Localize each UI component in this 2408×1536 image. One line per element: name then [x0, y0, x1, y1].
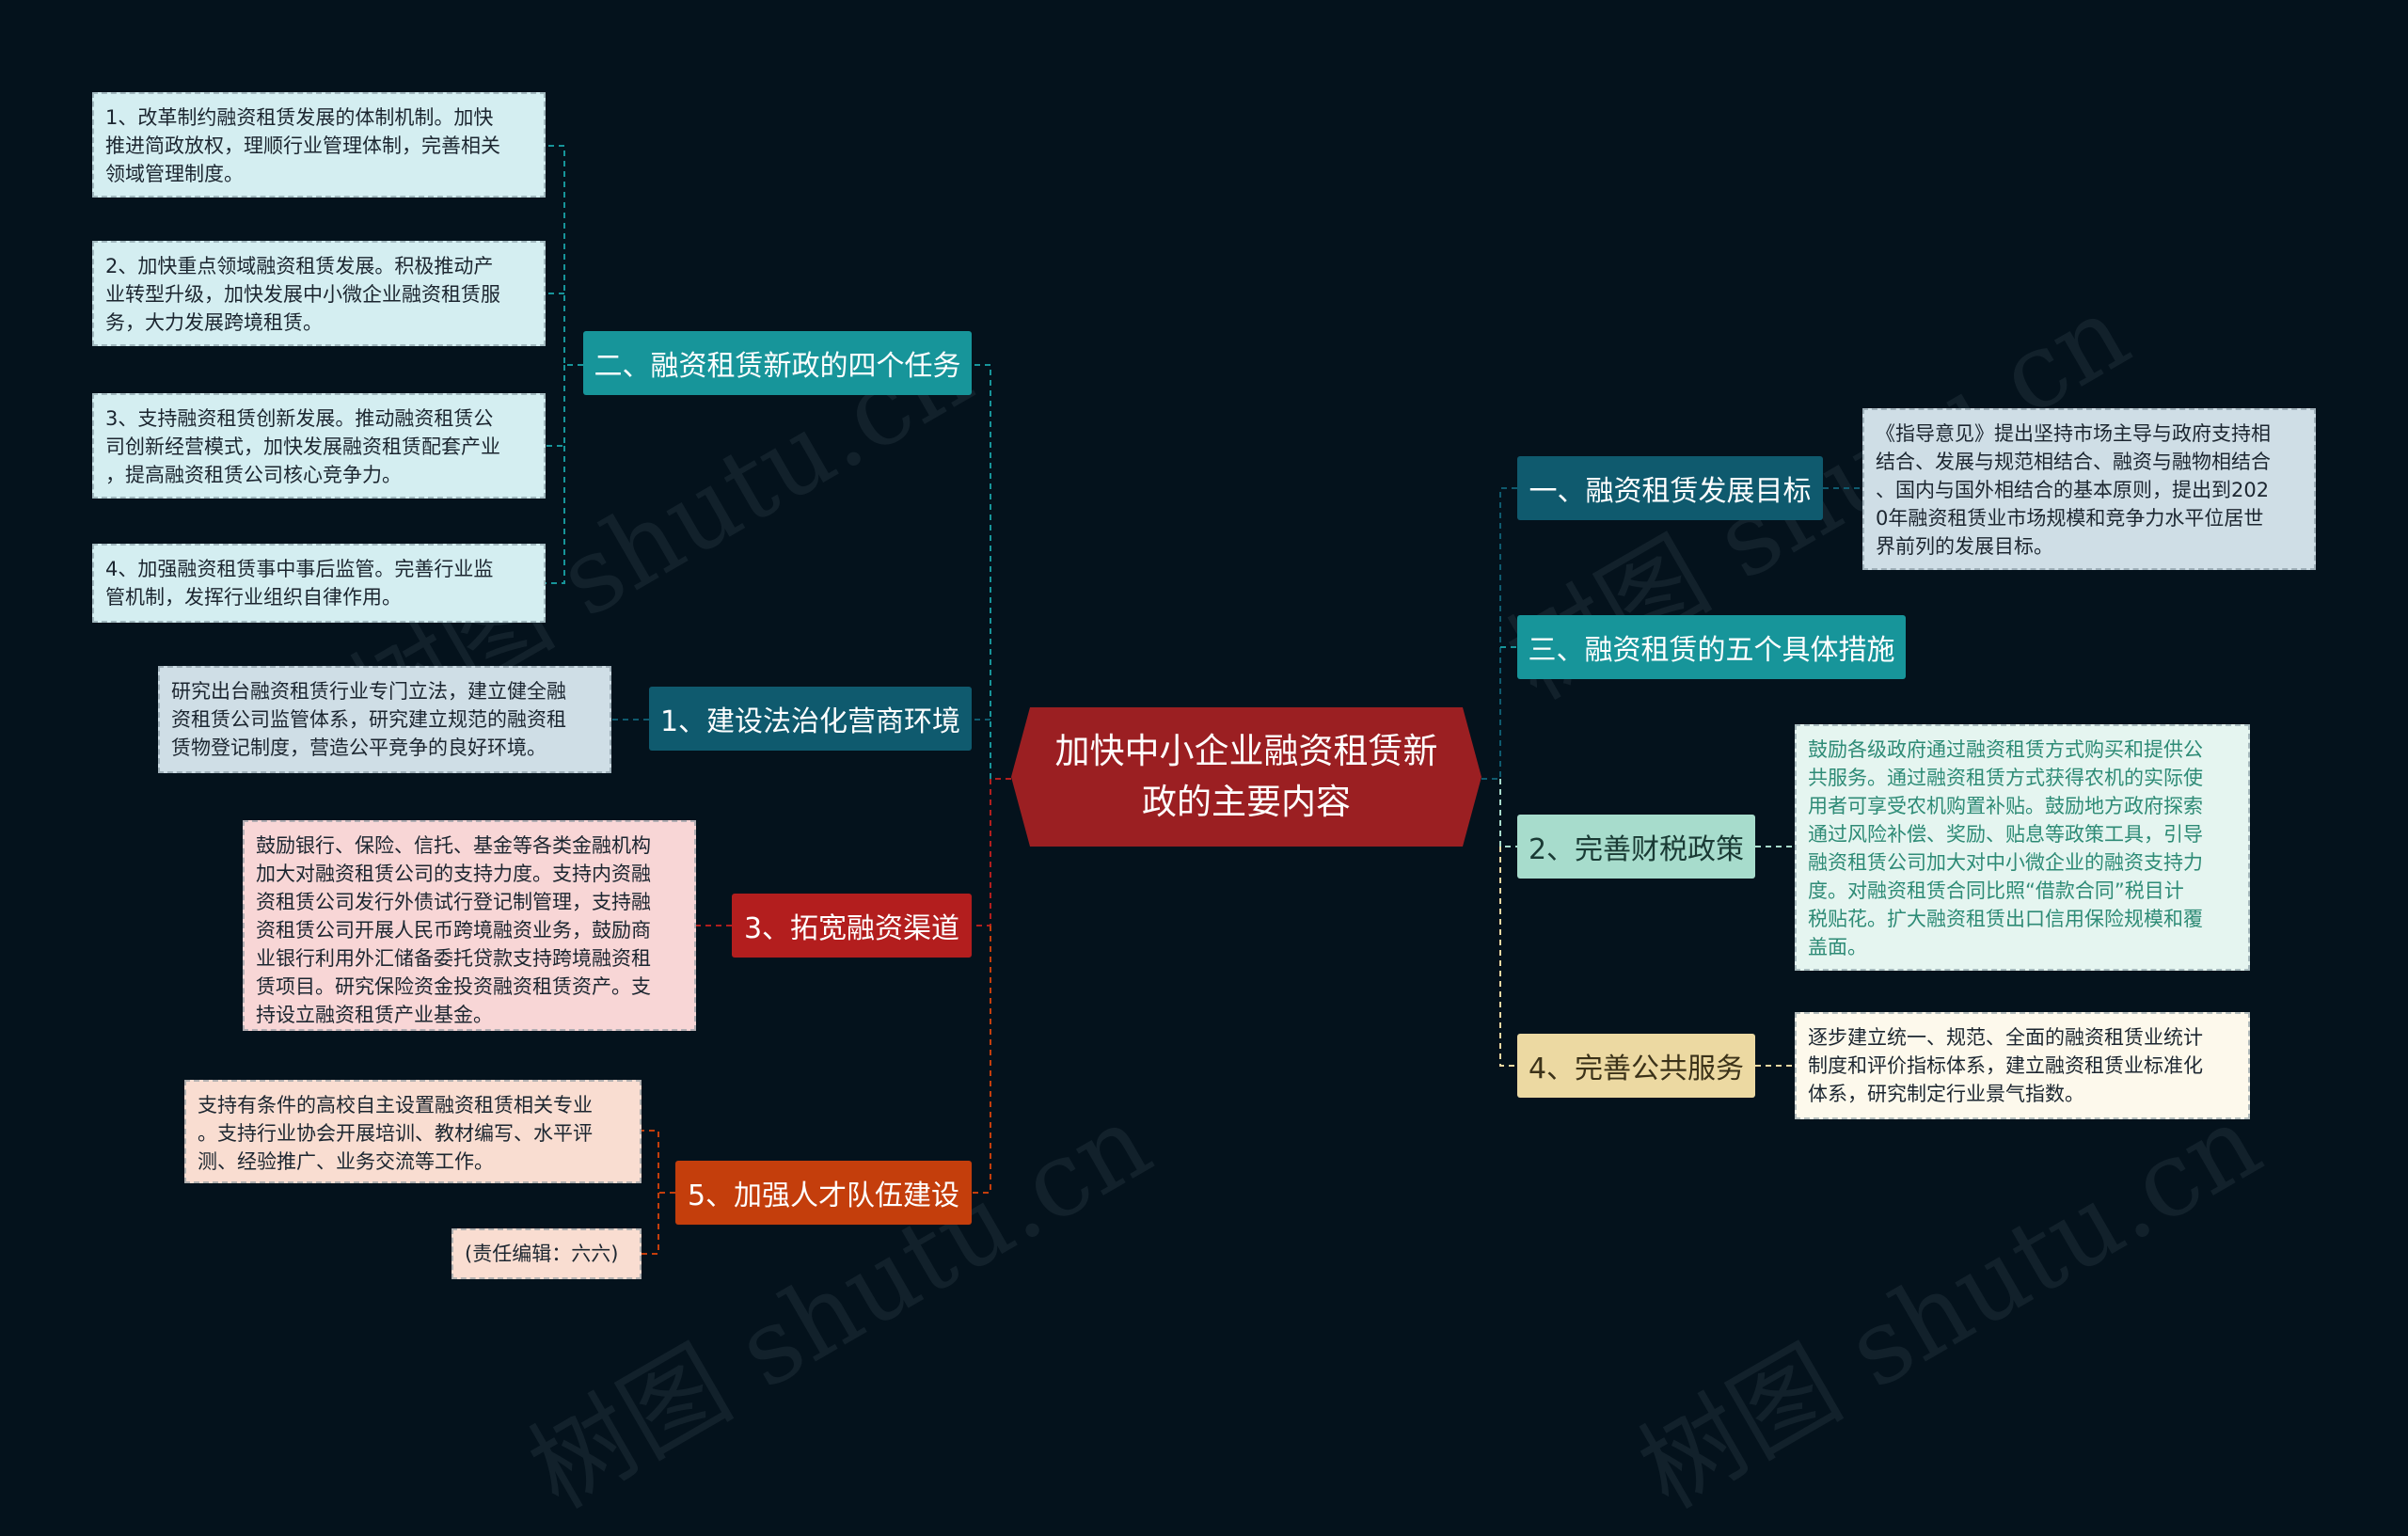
connector-line: [972, 778, 1011, 926]
leaf-text: 《指导意见》提出坚持市场主导与政府支持相 结合、发展与规范相结合、融资与融物相结…: [1876, 422, 2271, 558]
leaf-text: (责任编辑：六六): [465, 1243, 619, 1265]
leaf-financing-channels[interactable]: 鼓励银行、保险、信托、基金等各类金融机构 加大对融资租赁公司的支持力度。支持内资…: [243, 820, 696, 1031]
branch-tax-policy[interactable]: 2、完善财税政策: [1517, 815, 1755, 879]
branch-public-services[interactable]: 4、完善公共服务: [1517, 1034, 1755, 1098]
leaf-text: 研究出台融资租赁行业专门立法，建立健全融 资租赁公司监管体系，研究建立规范的融资…: [171, 680, 566, 759]
leaf-text: 支持有条件的高校自主设置融资租赁相关专业 。支持行业协会开展培训、教材编写、水平…: [198, 1094, 593, 1173]
connector-line: [972, 364, 1011, 780]
branch-legal-environment[interactable]: 1、建设法治化营商环境: [649, 687, 972, 751]
leaf-public-services[interactable]: 逐步建立统一、规范、全面的融资租赁业统计 制度和评价指标体系，建立融资租赁业标准…: [1795, 1012, 2250, 1119]
connector-line: [546, 446, 565, 584]
leaf-development-goals[interactable]: 《指导意见》提出坚持市场主导与政府支持相 结合、发展与规范相结合、融资与融物相结…: [1862, 408, 2316, 570]
leaf-editor-note[interactable]: (责任编辑：六六): [452, 1228, 642, 1279]
leaf-legal-environment[interactable]: 研究出台融资租赁行业专门立法，建立健全融 资租赁公司监管体系，研究建立规范的融资…: [158, 666, 611, 773]
connector-line: [642, 1193, 659, 1255]
leaf-text: 1、改革制约融资租赁发展的体制机制。加快 推进简政放权，理顺行业管理体制，完善相…: [105, 106, 500, 185]
leaf-task-1[interactable]: 1、改革制约融资租赁发展的体制机制。加快 推进简政放权，理顺行业管理体制，完善相…: [92, 92, 546, 198]
branch-four-tasks[interactable]: 二、融资租赁新政的四个任务: [583, 331, 972, 395]
leaf-tax-policy[interactable]: 鼓励各级政府通过融资租赁方式购买和提供公 共服务。通过融资租赁方式获得农机的实际…: [1795, 724, 2250, 971]
branch-development-goals[interactable]: 一、融资租赁发展目标: [1517, 456, 1823, 520]
leaf-talent-building[interactable]: 支持有条件的高校自主设置融资租赁相关专业 。支持行业协会开展培训、教材编写、水平…: [184, 1080, 642, 1183]
branch-label: 5、加强人才队伍建设: [687, 1180, 960, 1212]
leaf-text: 鼓励银行、保险、信托、基金等各类金融机构 加大对融资租赁公司的支持力度。支持内资…: [256, 834, 651, 1026]
connector-line: [972, 926, 991, 1194]
connector-line: [1481, 487, 1517, 780]
connector-line: [546, 365, 565, 447]
mind-map-canvas: 树图 shutu.cn 树图 shutu.cn 树图 shutu.cn 树图 s…: [92, 92, 2316, 1531]
leaf-task-2[interactable]: 2、加快重点领域融资租赁发展。积极推动产 业转型升级，加快发展中小微企业融资租赁…: [92, 241, 546, 346]
branch-label: 2、完善财税政策: [1528, 833, 1745, 866]
root-topic[interactable]: 加快中小企业融资租赁新 政的主要内容: [1011, 707, 1481, 847]
branch-label: 4、完善公共服务: [1528, 1053, 1745, 1085]
leaf-task-4[interactable]: 4、加强融资租赁事中事后监管。完善行业监 管机制，发挥行业组织自律作用。: [92, 544, 546, 623]
root-topic-label: 加快中小企业融资租赁新 政的主要内容: [1054, 731, 1438, 822]
leaf-text: 4、加强融资租赁事中事后监管。完善行业监 管机制，发挥行业组织自律作用。: [105, 558, 494, 609]
leaf-text: 鼓励各级政府通过融资租赁方式购买和提供公 共服务。通过融资租赁方式获得农机的实际…: [1808, 738, 2203, 958]
branch-five-measures[interactable]: 三、融资租赁的五个具体措施: [1517, 615, 1906, 679]
branch-label: 三、融资租赁的五个具体措施: [1528, 634, 1895, 667]
connector-line: [1499, 779, 1517, 847]
branch-label: 一、融资租赁发展目标: [1529, 475, 1812, 508]
branch-label: 1、建设法治化营商环境: [659, 705, 961, 738]
connector-line: [642, 1130, 675, 1194]
branch-financing-channels[interactable]: 3、拓宽融资渠道: [732, 894, 972, 958]
branch-label: 3、拓宽融资渠道: [743, 912, 960, 945]
leaf-text: 2、加快重点领域融资租赁发展。积极推动产 业转型升级，加快发展中小微企业融资租赁…: [105, 255, 500, 334]
leaf-text: 逐步建立统一、规范、全面的融资租赁业统计 制度和评价指标体系，建立融资租赁业标准…: [1808, 1026, 2203, 1105]
connector-line: [546, 145, 583, 366]
leaf-task-3[interactable]: 3、支持融资租赁创新发展。推动融资租赁公 司创新经营模式，加快发展融资租赁配套产…: [92, 393, 546, 499]
connector-lines: [546, 145, 1862, 1255]
branch-label: 二、融资租赁新政的四个任务: [594, 350, 961, 383]
branch-talent-building[interactable]: 5、加强人才队伍建设: [675, 1161, 972, 1225]
leaf-text: 3、支持融资租赁创新发展。推动融资租赁公 司创新经营模式，加快发展融资租赁配套产…: [105, 407, 500, 486]
connector-line: [1499, 847, 1517, 1067]
